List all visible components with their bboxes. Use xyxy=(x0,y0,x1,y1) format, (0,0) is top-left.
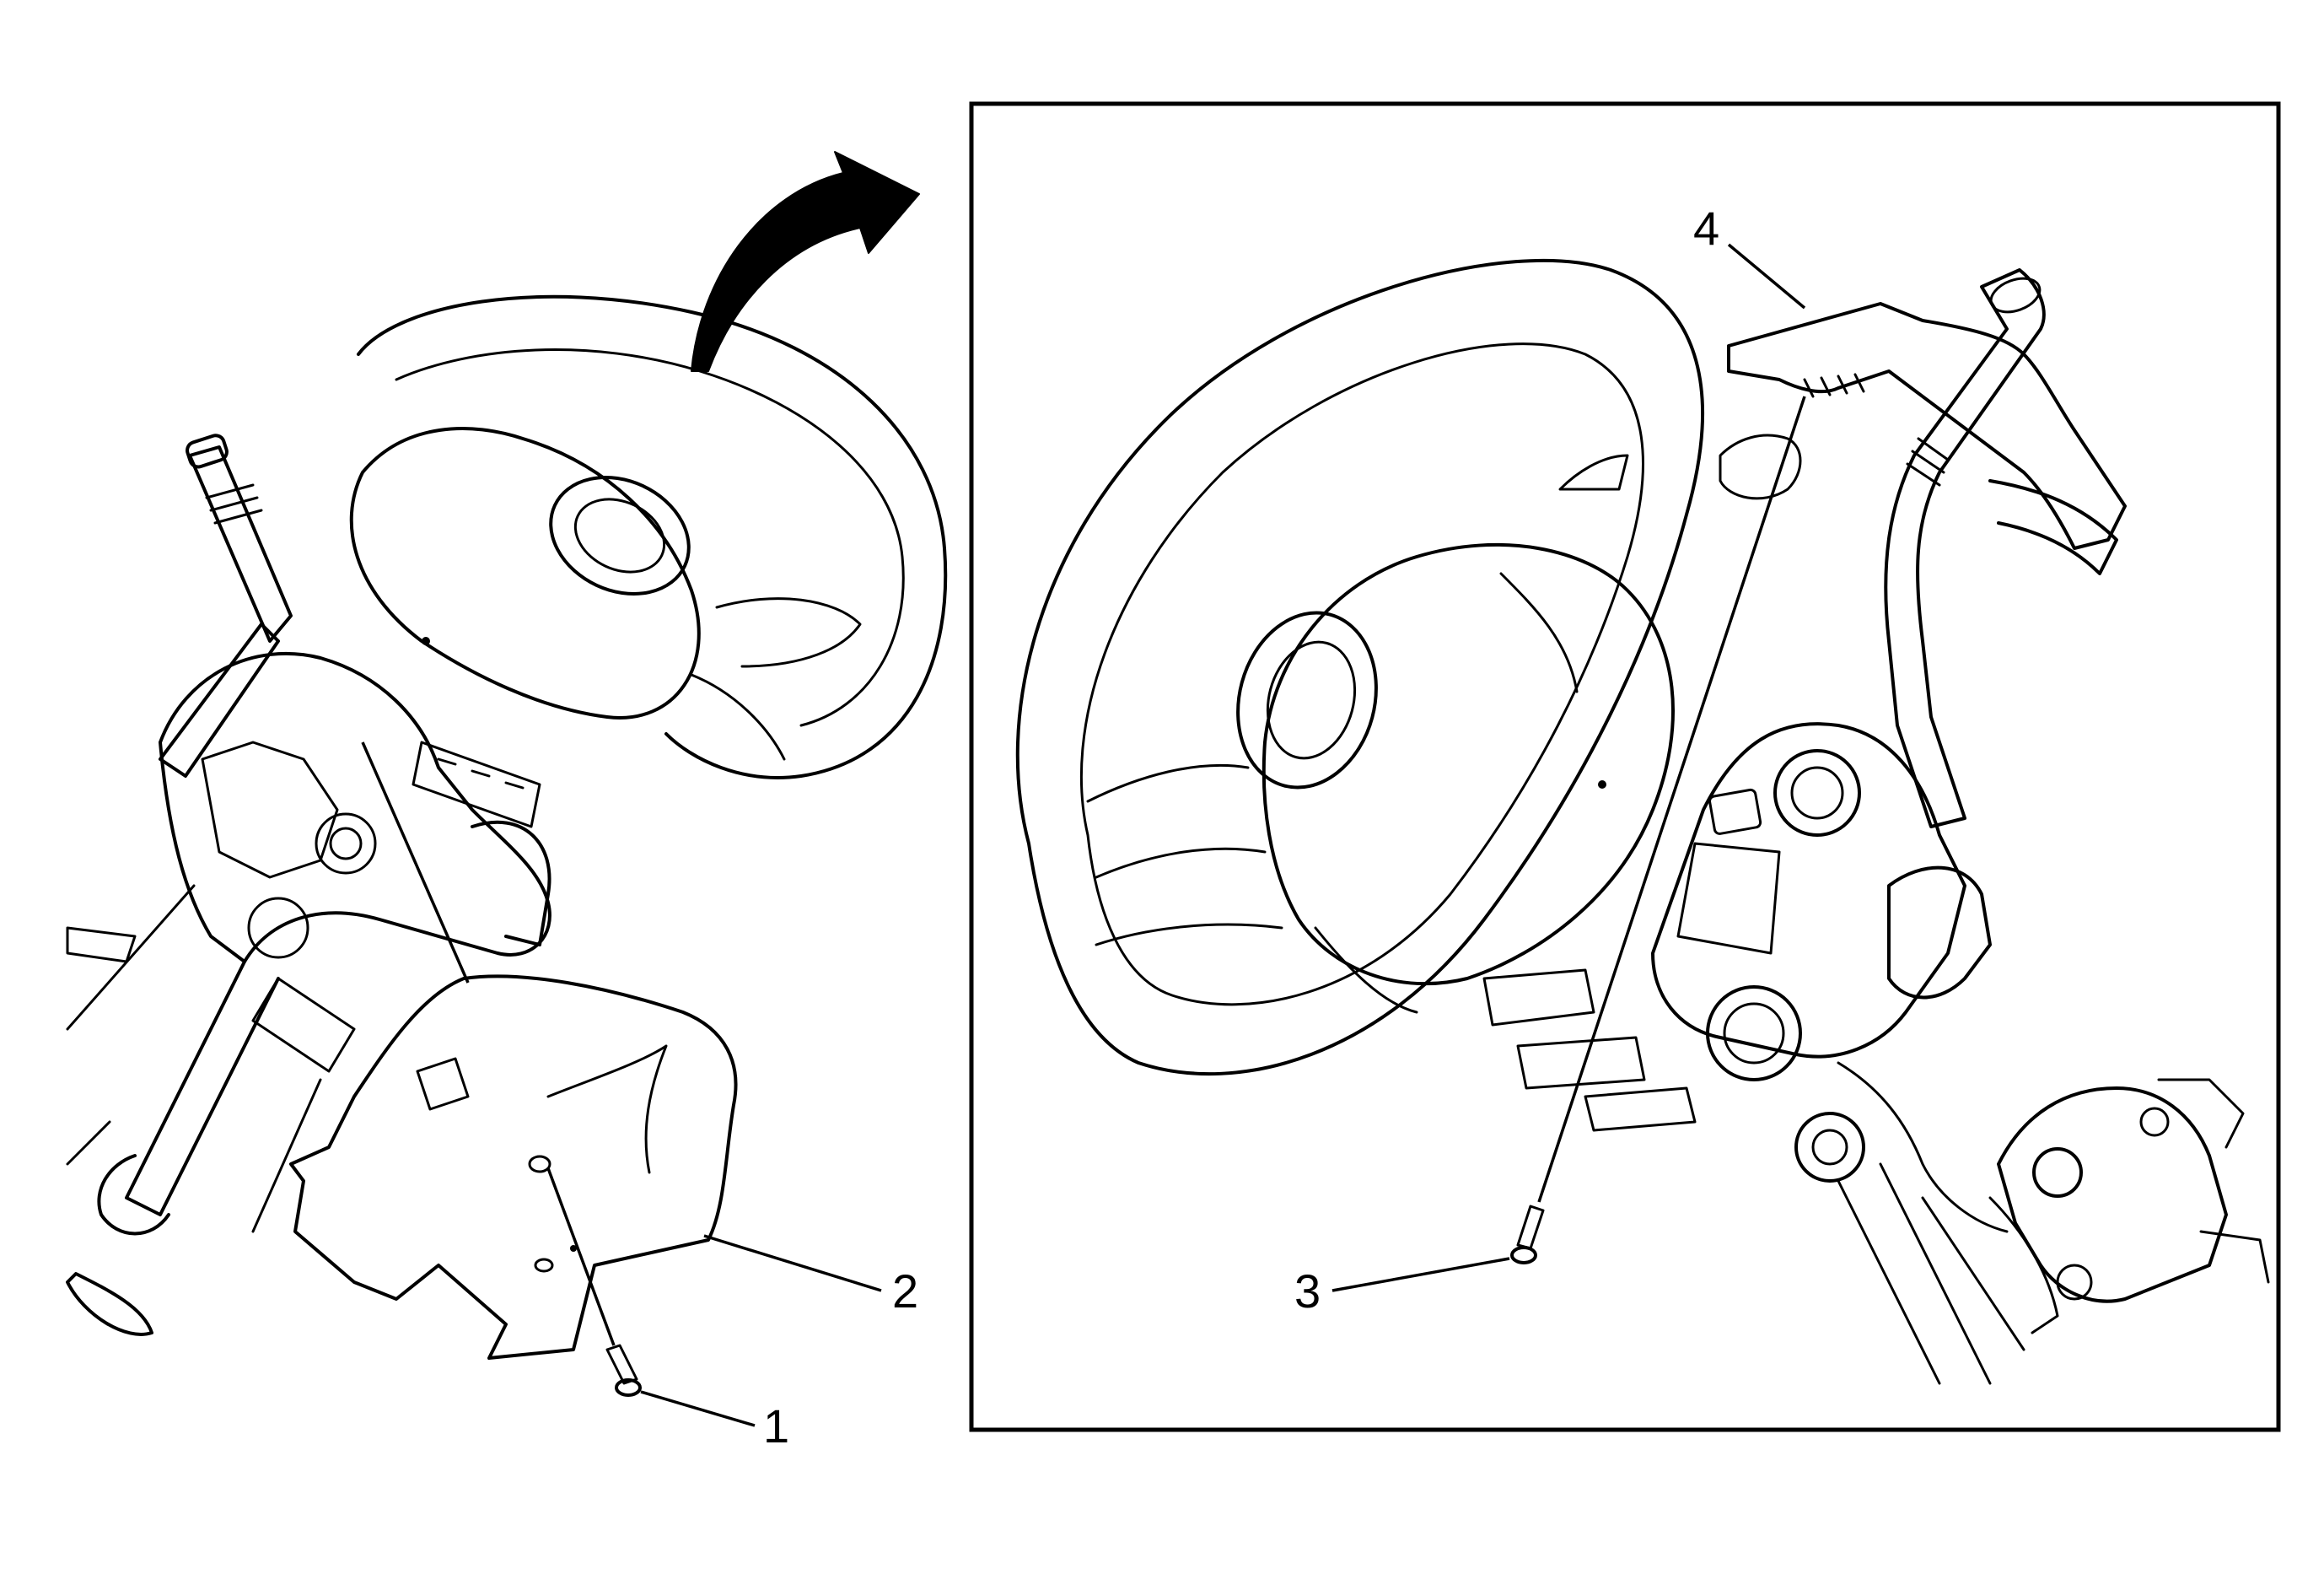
right-wheel-spoke-left xyxy=(1086,763,1283,946)
right-bracket-hole xyxy=(2139,1107,2170,1137)
upper-cover-right-wing xyxy=(1988,479,2118,575)
right-lever-grip xyxy=(1906,437,1950,487)
lower-cover-mark xyxy=(570,1245,577,1252)
right-steering-wheel-rim-inner xyxy=(1079,342,1644,1006)
left-view xyxy=(66,294,948,1397)
right-wheel-spoke-bottom xyxy=(1314,926,1418,1014)
right-column-bearing xyxy=(1706,985,1802,1081)
right-bracket-flange xyxy=(2157,1078,2270,1284)
left-support-bracket xyxy=(471,820,551,946)
screw-install-line-1 xyxy=(546,1167,616,1346)
left-column-shaft xyxy=(125,960,280,1216)
right-horn-pad xyxy=(1236,611,1378,790)
left-column-edge xyxy=(66,884,196,1166)
left-lever-tip xyxy=(186,434,229,469)
right-wheel-spoke-right xyxy=(1499,572,1579,693)
lower-cover-tab xyxy=(416,1057,470,1111)
left-ignition-switch xyxy=(315,812,377,875)
left-lower-bracket xyxy=(66,1272,153,1336)
callout-2-label: 2 xyxy=(892,1264,918,1318)
callout-4-label: 4 xyxy=(1693,202,1719,255)
callout-3-label: 3 xyxy=(1294,1264,1321,1318)
left-tilt-mechanism xyxy=(97,1154,170,1236)
right-tilt-lever xyxy=(1988,1196,2059,1334)
left-horn-pad-center xyxy=(573,498,666,574)
curved-arrow-icon xyxy=(691,151,920,372)
right-connectors xyxy=(1482,968,1697,1132)
callout-3-leader xyxy=(1331,1257,1510,1292)
callout-4-leader xyxy=(1727,243,1806,310)
left-mount-bracket xyxy=(66,926,137,963)
upper-cover-opening xyxy=(1719,434,1802,500)
left-hub-screw-hole xyxy=(422,637,430,645)
left-intermediate-shaft xyxy=(251,977,356,1233)
right-column-shaft xyxy=(1837,1162,2025,1385)
left-column-bearing xyxy=(247,897,309,959)
right-hub-screw-hole xyxy=(1598,780,1606,789)
lower-cover-screw-hole-2 xyxy=(534,1258,554,1273)
upper-cover-left-edge xyxy=(1558,454,1629,491)
lower-cover-screw xyxy=(605,1344,642,1397)
right-switch-body xyxy=(1676,842,1781,955)
right-lower-bearing xyxy=(1794,1112,1865,1183)
upper-cover-screw xyxy=(1510,1205,1545,1264)
left-steering-wheel-rim-inner xyxy=(395,348,905,727)
callout-1-label: 1 xyxy=(763,1399,789,1453)
left-wheel-spoke xyxy=(715,597,862,668)
upper-column-cover xyxy=(1727,302,2127,550)
screw-install-line-3 xyxy=(1537,396,1806,1203)
right-steering-wheel-hub xyxy=(1262,542,1675,986)
right-horn-pad-center xyxy=(1266,640,1357,760)
right-lever-tip xyxy=(1989,277,2042,314)
left-turn-signal-lever xyxy=(188,445,293,643)
right-view xyxy=(1015,258,2270,1385)
left-ignition-switch-center xyxy=(329,827,363,860)
right-mounting-bracket xyxy=(1997,1086,2228,1303)
right-bracket-pivot xyxy=(2056,1264,2093,1301)
callout-2-leader xyxy=(703,1234,882,1292)
right-ignition-switch-center xyxy=(1790,766,1844,820)
left-horn-pad xyxy=(549,476,691,596)
right-turn-signal-lever xyxy=(1884,268,2046,828)
right-lower-bracket xyxy=(1887,865,1992,1000)
right-switch-button xyxy=(1708,788,1762,835)
left-column-housing xyxy=(159,651,551,963)
right-wire-harness xyxy=(1837,1061,2009,1233)
left-steering-wheel-rim xyxy=(357,294,948,779)
lower-column-cover xyxy=(289,974,738,1360)
left-wheel-spoke-lower xyxy=(690,673,786,761)
callout-1-leader xyxy=(640,1390,756,1427)
left-lever-grip xyxy=(205,483,263,525)
lower-cover-notch xyxy=(546,1044,668,1174)
detail-view-frame xyxy=(969,101,2281,1432)
left-steering-wheel-hub xyxy=(349,427,701,720)
right-bracket-bolt xyxy=(2032,1147,2083,1198)
right-lower-bearing-inner xyxy=(1811,1129,1848,1166)
right-ignition-switch xyxy=(1773,749,1861,837)
right-column-housing xyxy=(1651,722,1966,1059)
right-column-bearing-inner xyxy=(1723,1002,1785,1065)
cover-install-line xyxy=(361,741,470,984)
right-steering-wheel-rim xyxy=(1015,258,1704,1076)
lower-cover-screw-hole xyxy=(528,1155,551,1173)
left-column-detail xyxy=(201,741,339,879)
upper-cover-clips xyxy=(1803,373,1865,398)
left-upper-trim xyxy=(159,623,280,778)
left-connectors xyxy=(412,741,541,828)
